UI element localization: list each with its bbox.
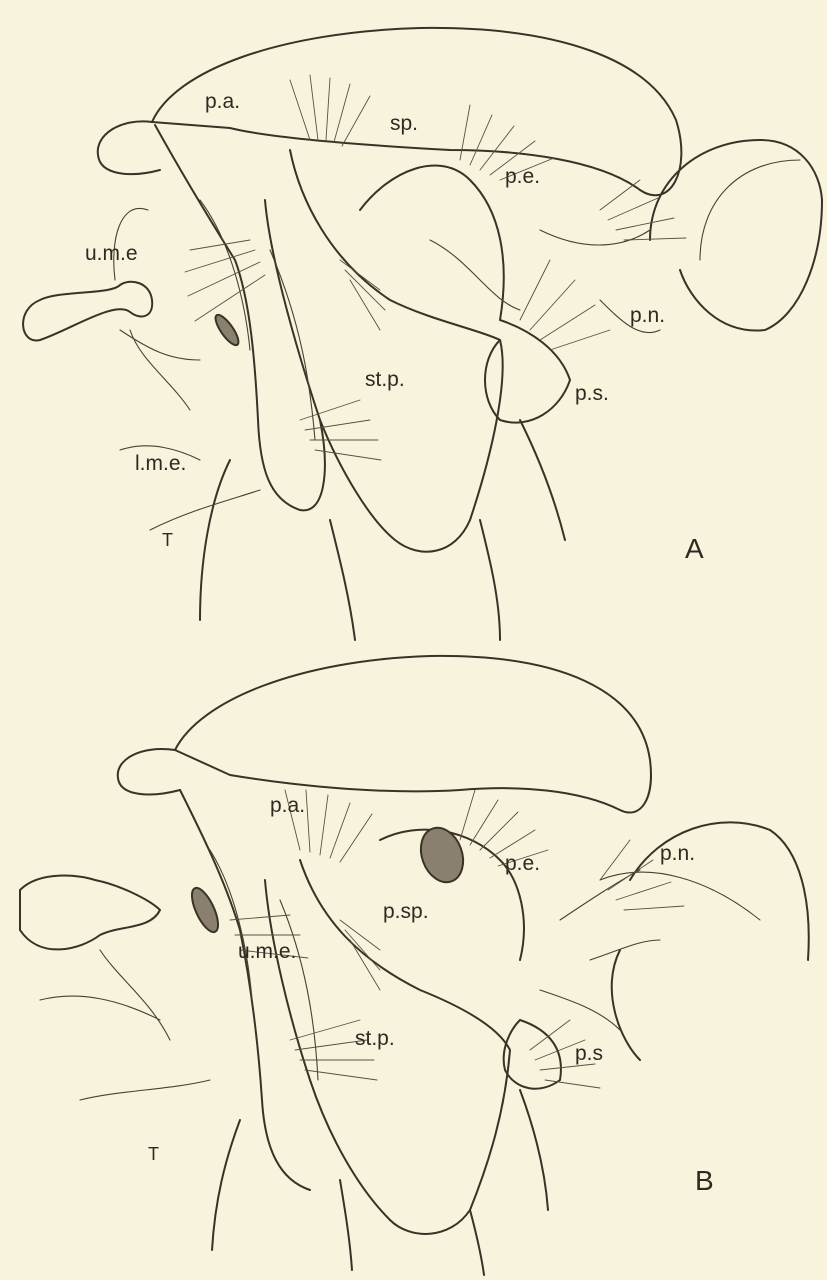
figure-b-dorsum-outline	[175, 656, 651, 813]
figure-a-label-lme: l.m.e.	[135, 452, 186, 475]
figure-b-mesopleuron-front	[180, 790, 310, 1190]
figure-b-label-pn: p.n.	[660, 842, 695, 865]
figure-b-label-ume: u.m.e.	[238, 940, 296, 963]
figure-a-signature: T	[162, 530, 173, 550]
figure-b-anterior-lobe	[118, 749, 180, 794]
figure-b-spiracle-lower	[187, 884, 224, 935]
figure-a-anterior-lobe	[98, 121, 160, 174]
figure-b-drawing	[20, 656, 809, 1275]
figure-a-head-outline	[650, 140, 822, 330]
figure-a-spiracle	[212, 312, 242, 348]
figure-b-label-stp: st.p.	[355, 1027, 395, 1050]
figure-a-eye-line	[700, 160, 800, 260]
figure-b-label-psp: p.sp.	[383, 900, 429, 923]
figure-b-mesopleuron-inner	[210, 850, 318, 1080]
figure-b-label-pe: p.e.	[505, 852, 540, 875]
figure-b-left-contour	[40, 950, 210, 1100]
figure-b-lower-contours	[212, 1090, 548, 1275]
figure-a-label-pn: p.n.	[630, 304, 665, 327]
figure-a-panel-label: A	[685, 533, 704, 564]
figure-a-label-ume: u.m.e	[85, 242, 138, 265]
figure-b-panel-label: B	[695, 1165, 714, 1196]
figure-a-label-stp: st.p.	[365, 368, 405, 391]
figure-a-label-sp: sp.	[390, 112, 418, 135]
figure-a-metapleuron	[430, 230, 660, 333]
figure-a-lower-contours	[200, 420, 565, 640]
figure-a-sternopleuron	[265, 150, 503, 552]
figure-b-metapleuron	[540, 870, 660, 1030]
figure-b-label-pa: p.a.	[270, 794, 305, 817]
figure-b-label-ps: p.s	[575, 1042, 603, 1065]
figure-b-signature: T	[148, 1144, 159, 1164]
figure-a-fore-appendage	[23, 282, 152, 341]
figure-b-head-outline	[612, 822, 809, 1060]
figure-a-label-pa: p.a.	[205, 90, 240, 113]
figure-b-spiracle-upper	[414, 822, 471, 888]
figure-a-label-ps: p.s.	[575, 382, 609, 405]
figure-b-fore-appendage	[20, 876, 160, 950]
figure-a-label-pe: p.e.	[505, 165, 540, 188]
